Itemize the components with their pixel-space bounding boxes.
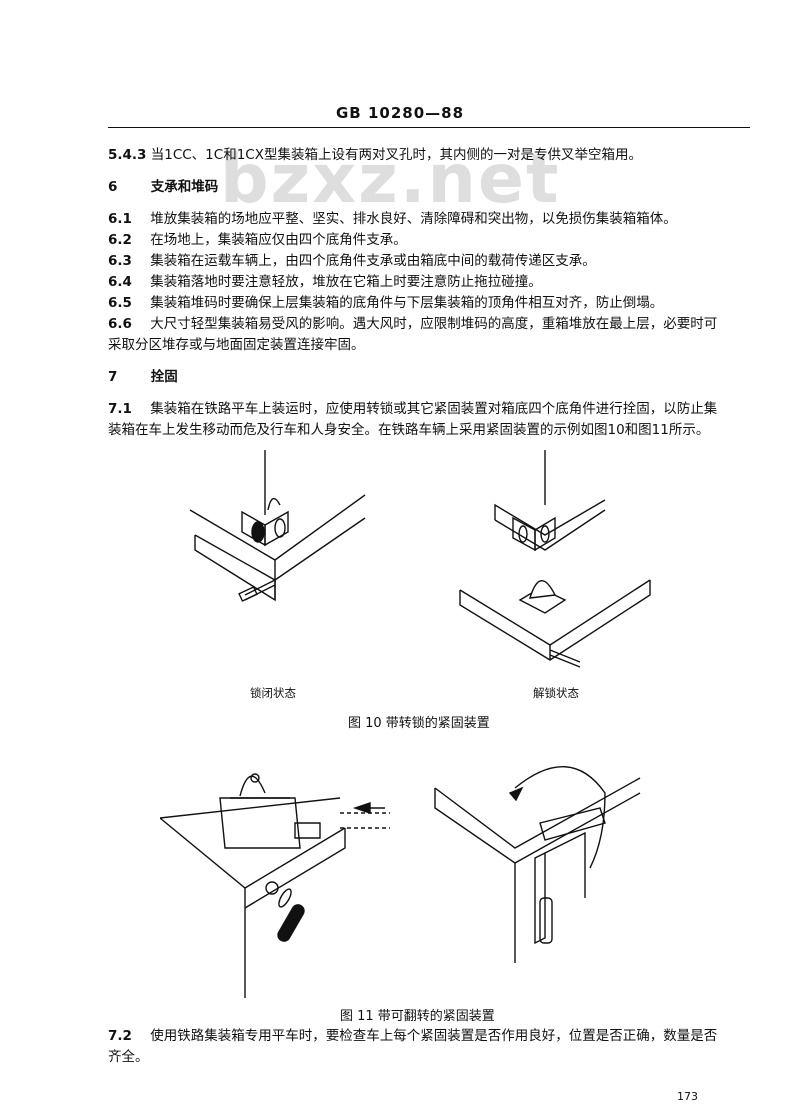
paragraph-6-2: 6.2 在场地上，集装箱应仅由四个底角件支承。 <box>108 231 407 249</box>
clause-number: 6.4 <box>108 274 132 290</box>
clause-text: 集装箱在运载车辆上，由四个底角件支承或由箱底中间的载荷传递区支承。 <box>150 253 596 269</box>
section-number: 6 <box>108 179 118 195</box>
section-heading-7: 7 拴固 <box>108 368 178 386</box>
clause-text: 集装箱落地时要注意轻放，堆放在它箱上时要注意防止拖拉碰撞。 <box>150 274 542 290</box>
clause-text: 集装箱堆码时要确保上层集装箱的底角件与下层集装箱的顶角件相互对齐，防止倒塌。 <box>150 295 664 311</box>
paragraph-7-2-continued: 齐全。 <box>108 1048 149 1066</box>
clause-text: 装箱在车上发生移动而危及行车和人身安全。在铁路车辆上采用紧固装置的示例如图10和… <box>108 422 710 438</box>
clause-text: 齐全。 <box>108 1049 149 1065</box>
paragraph-7-2: 7.2 使用铁路集装箱专用平车时，要检查车上每个紧固装置是否作用良好，位置是否正… <box>108 1027 717 1045</box>
clause-text: 大尺寸轻型集装箱易受风的影响。遇大风时，应限制堆码的高度，重箱堆放在最上层，必要… <box>150 316 718 332</box>
paragraph-6-6: 6.6 大尺寸轻型集装箱易受风的影响。遇大风时，应限制堆码的高度，重箱堆放在最上… <box>108 315 717 333</box>
clause-number: 5.4.3 <box>108 147 147 163</box>
paragraph-6-5: 6.5 集装箱堆码时要确保上层集装箱的底角件与下层集装箱的顶角件相互对齐，防止倒… <box>108 294 663 312</box>
clause-number: 6.3 <box>108 253 132 269</box>
clause-number: 6.2 <box>108 232 132 248</box>
clause-number: 7.2 <box>108 1028 132 1044</box>
clause-number: 6.5 <box>108 295 132 311</box>
figure-11-right-drawing <box>430 748 650 978</box>
section-number: 7 <box>108 369 118 385</box>
section-title: 拴固 <box>150 369 178 385</box>
header-rule <box>108 127 750 128</box>
paragraph-6-1: 6.1 堆放集装箱的场地应平整、坚实、排水良好、清除障碍和突出物，以免损伤集装箱… <box>108 210 677 228</box>
clause-text: 堆放集装箱的场地应平整、坚实、排水良好、清除障碍和突出物，以免损伤集装箱箱体。 <box>150 211 677 227</box>
clause-text: 当1CC、1C和1CX型集装箱上设有两对叉孔时，其内侧的一对是专供叉举空箱用。 <box>150 147 642 163</box>
section-title: 支承和堆码 <box>150 179 219 195</box>
figure-10-locked-drawing <box>180 450 380 620</box>
figure-11-left-drawing <box>160 748 410 998</box>
page-number: 173 <box>677 1090 698 1103</box>
clause-text: 集装箱在铁路平车上装运时，应使用转锁或其它紧固装置对箱底四个底角件进行拴固，以防… <box>150 401 718 417</box>
figure-10-locked-label: 锁闭状态 <box>250 686 296 700</box>
paragraph-6-4: 6.4 集装箱落地时要注意轻放，堆放在它箱上时要注意防止拖拉碰撞。 <box>108 273 542 291</box>
paragraph-5-4-3: 5.4.3 当1CC、1C和1CX型集装箱上设有两对叉孔时，其内侧的一对是专供叉… <box>108 146 642 164</box>
figure-11-caption: 图 11 带可翻转的紧固装置 <box>340 1009 495 1024</box>
section-heading-6: 6 支承和堆码 <box>108 178 218 196</box>
clause-text: 采取分区堆存或与地面固定装置连接牢固。 <box>108 337 365 353</box>
paragraph-6-3: 6.3 集装箱在运载车辆上，由四个底角件支承或由箱底中间的载荷传递区支承。 <box>108 252 596 270</box>
watermark: bzxz.net <box>220 140 561 219</box>
paragraph-6-6-continued: 采取分区堆存或与地面固定装置连接牢固。 <box>108 336 365 354</box>
clause-text: 使用铁路集装箱专用平车时，要检查车上每个紧固装置是否作用良好，位置是否正确，数量… <box>150 1028 718 1044</box>
clause-number: 6.1 <box>108 211 132 227</box>
paragraph-7-1: 7.1 集装箱在铁路平车上装运时，应使用转锁或其它紧固装置对箱底四个底角件进行拴… <box>108 400 717 418</box>
clause-number: 7.1 <box>108 401 132 417</box>
standard-code-header: GB 10280—88 <box>335 104 465 122</box>
figure-10-unlocked-label: 解锁状态 <box>533 686 579 700</box>
clause-number: 6.6 <box>108 316 132 332</box>
figure-10-caption: 图 10 带转锁的紧固装置 <box>348 716 490 731</box>
paragraph-7-1-continued: 装箱在车上发生移动而危及行车和人身安全。在铁路车辆上采用紧固装置的示例如图10和… <box>108 421 709 439</box>
figure-10-unlocked-drawing <box>455 450 655 670</box>
clause-text: 在场地上，集装箱应仅由四个底角件支承。 <box>150 232 407 248</box>
